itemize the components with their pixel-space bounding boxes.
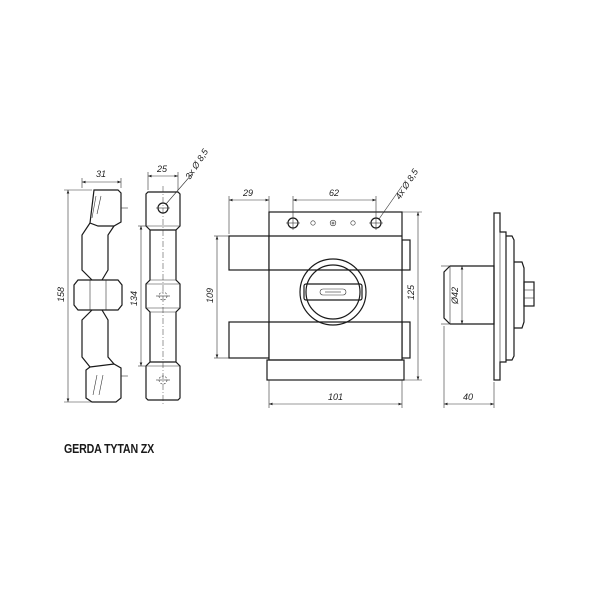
dim-front-width: 101 [328, 392, 343, 402]
dim-bracket-holes: 3x Ø 8,5 [183, 146, 210, 181]
dim-cylinder-diameter: Ø42 [450, 287, 460, 305]
side-view [73, 189, 128, 403]
dim-bracket-width: 25 [156, 164, 168, 174]
dim-cylinder-depth: 40 [463, 392, 473, 402]
side-dimensions: 31 158 [56, 169, 122, 403]
profile-dimensions: Ø42 40 [441, 265, 495, 408]
dim-front-holes: 4x Ø 8,5 [393, 166, 420, 201]
profile-view [443, 212, 535, 381]
bracket-view [145, 186, 181, 405]
bracket-dimensions: 25 3x Ø 8,5 134 [129, 146, 211, 367]
product-title: GERDA TYTAN ZX [64, 441, 155, 456]
dim-front-hole-spacing: 62 [329, 188, 339, 198]
front-view [228, 211, 411, 381]
dim-side-width: 31 [96, 169, 106, 179]
dim-front-offset: 29 [242, 188, 253, 198]
dim-bracket-height: 134 [129, 291, 139, 306]
dim-side-height: 158 [56, 287, 66, 302]
dim-front-total-height: 125 [406, 284, 416, 300]
dim-front-height: 109 [205, 288, 215, 303]
